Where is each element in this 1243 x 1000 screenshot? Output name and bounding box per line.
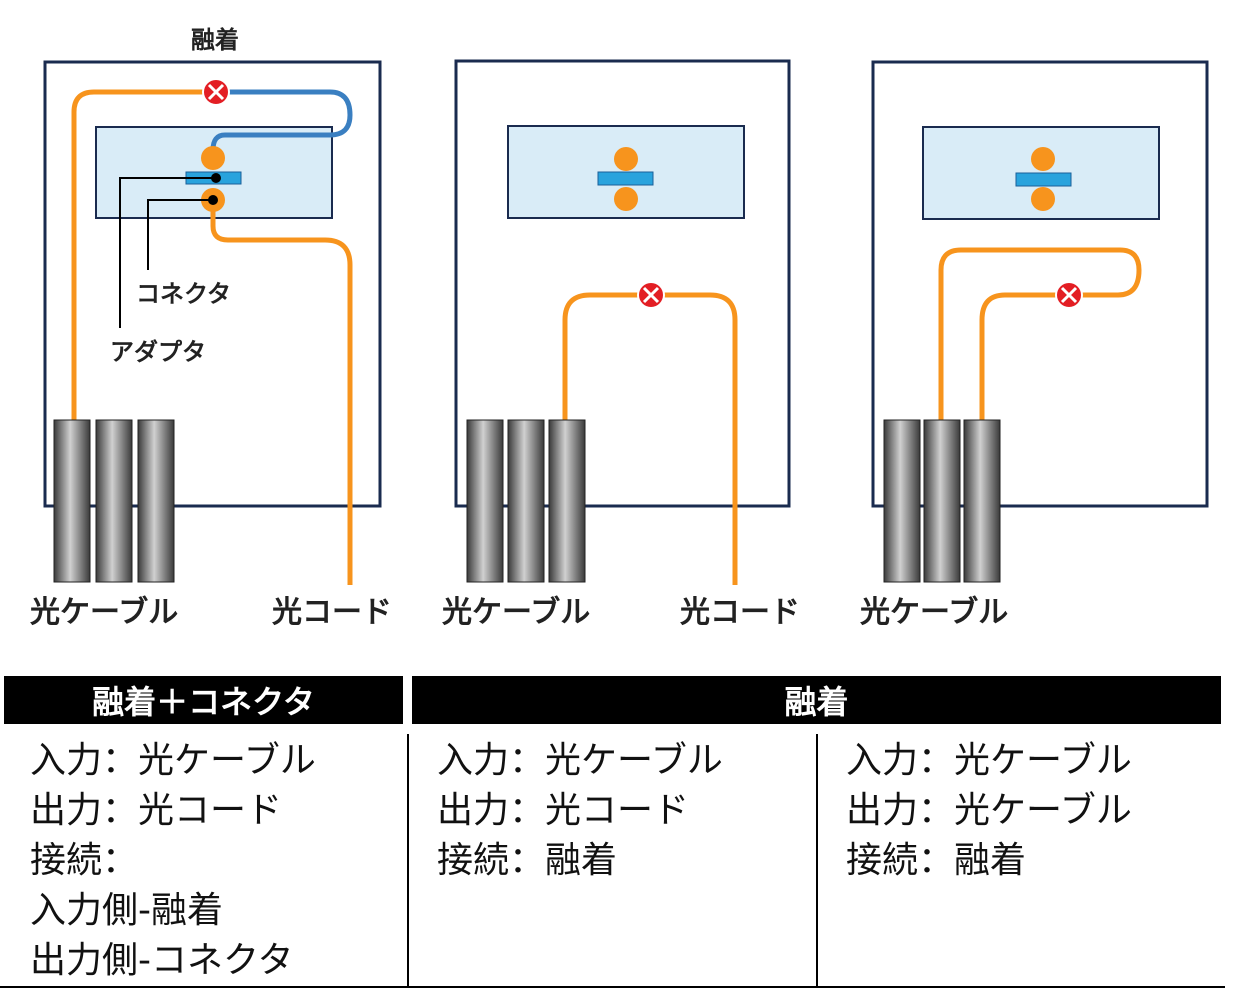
spec-line: 出力：光コード: [437, 790, 690, 831]
fiber-cable-a: [938, 247, 1142, 420]
connector-dot: [208, 195, 218, 205]
splice-icon: [202, 78, 230, 106]
cable-2: [95, 419, 133, 583]
fiber-cable-b: [979, 292, 1069, 420]
spec-line: 出力：光コード: [30, 790, 283, 831]
spec-line: 入力：光ケーブル: [30, 740, 316, 781]
connection-diagrams: 融着 コネクタ アダプタ 光ケーブル 光コード 光ケーブル 光コード: [30, 26, 1209, 630]
column-divider-1: [407, 734, 409, 986]
cable-1: [53, 419, 91, 583]
connector-bottom: [1031, 187, 1055, 211]
spec-line: 接続：融着: [846, 840, 1027, 881]
spec-line: 出力：光ケーブル: [846, 790, 1132, 831]
cable-2: [923, 419, 961, 583]
splice-icon: [637, 281, 665, 309]
diagram-fusion-cord: 光ケーブル 光コード: [442, 59, 800, 630]
fiber-cord: [210, 200, 353, 585]
cable-2: [507, 419, 545, 583]
cable-1: [466, 419, 504, 583]
diagram-fusion-connector: 融着 コネクタ アダプタ 光ケーブル 光コード: [30, 26, 392, 630]
fiber-cord: [651, 292, 738, 585]
column-divider-2: [816, 734, 818, 986]
cable-3: [137, 419, 175, 583]
label-connector: コネクタ: [136, 280, 231, 308]
spec-column-2: 入力：光ケーブル 出力：光コード 接続：融着: [437, 736, 723, 886]
label-fusion: 融着: [191, 26, 239, 54]
label-cord: 光コード: [680, 595, 800, 630]
spec-column-3: 入力：光ケーブル 出力：光ケーブル 接続：融着: [846, 736, 1132, 886]
table-bottom-rule: [0, 986, 1225, 988]
label-adapter: アダプタ: [110, 338, 206, 366]
cable-3: [548, 419, 586, 583]
label-cable: 光ケーブル: [860, 595, 1008, 630]
diagram-fusion-cable: 光ケーブル: [860, 60, 1209, 630]
connector-top: [614, 147, 638, 171]
spec-line: 接続：: [30, 840, 139, 881]
connector-bottom: [614, 187, 638, 211]
header-fusion: 融着: [412, 676, 1221, 724]
splice-icon: [1055, 281, 1083, 309]
leader-connector: [147, 199, 210, 270]
spec-line: 入力：光ケーブル: [846, 740, 1132, 781]
spec-line: 出力側‐コネクタ: [30, 940, 294, 981]
cable-1: [883, 419, 921, 583]
adapter: [597, 171, 654, 186]
fiber-cable-to-splice: [562, 292, 651, 420]
fiber-blue: [210, 89, 353, 155]
label-cable: 光ケーブル: [442, 595, 590, 630]
cable-3: [963, 419, 1001, 583]
spec-line: 入力：光ケーブル: [437, 740, 723, 781]
label-cord: 光コード: [272, 595, 392, 630]
connector-top: [201, 146, 225, 170]
label-cable: 光ケーブル: [30, 595, 178, 630]
spec-column-1: 入力：光ケーブル 出力：光コード 接続： 入力側‐融着 出力側‐コネクタ: [30, 736, 316, 986]
header-fusion-connector: 融着＋コネクタ: [4, 676, 403, 724]
spec-line: 接続：融着: [437, 840, 618, 881]
fiber-cable-to-splice: [71, 89, 216, 420]
adapter: [1015, 172, 1072, 187]
spec-line: 入力側‐融着: [30, 890, 223, 931]
adapter-dot: [211, 173, 221, 183]
leader-adapter: [119, 177, 212, 328]
connector-top: [1031, 147, 1055, 171]
